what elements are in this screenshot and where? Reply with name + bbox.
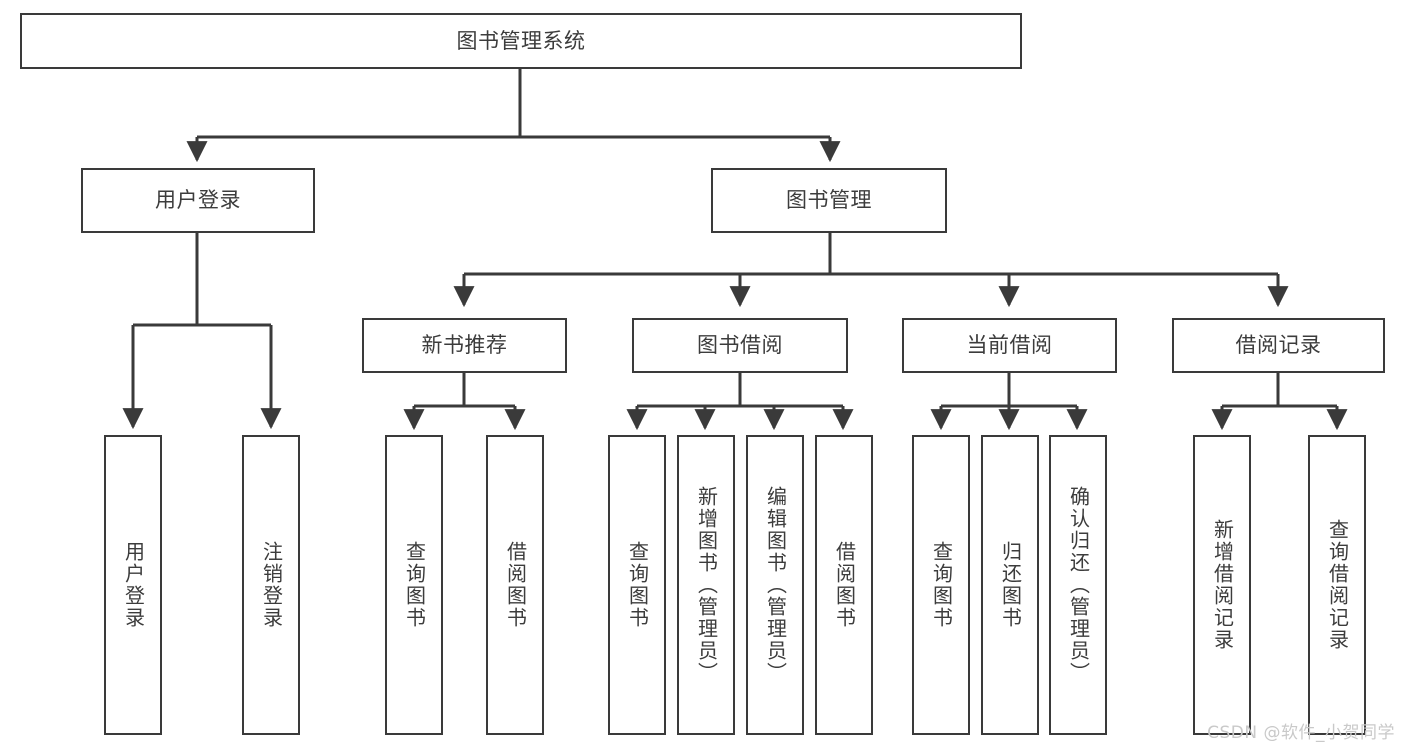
node-leaf-borrow-book-1[interactable]: 借阅图书 [486, 435, 544, 735]
node-book-borrow-label: 图书借阅 [697, 333, 783, 358]
node-leaf-add-book-label: 新增图书（管理员） [694, 486, 719, 684]
node-leaf-query-record[interactable]: 查询借阅记录 [1308, 435, 1366, 735]
node-leaf-query-book-3-label: 查询图书 [929, 541, 954, 629]
node-leaf-user-logout[interactable]: 注销登录 [242, 435, 300, 735]
node-leaf-add-record-label: 新增借阅记录 [1210, 519, 1235, 651]
node-root[interactable]: 图书管理系统 [20, 13, 1022, 69]
node-leaf-query-book-3[interactable]: 查询图书 [912, 435, 970, 735]
node-leaf-add-record[interactable]: 新增借阅记录 [1193, 435, 1251, 735]
node-leaf-confirm-return-label: 确认归还（管理员） [1066, 486, 1091, 684]
node-leaf-borrow-book-2-label: 借阅图书 [832, 541, 857, 629]
node-borrow-record-label: 借阅记录 [1235, 333, 1322, 358]
node-book-borrow[interactable]: 图书借阅 [632, 318, 848, 373]
csdn-watermark: CSDN @软件_小贺同学 [1207, 723, 1395, 743]
node-leaf-add-book[interactable]: 新增图书（管理员） [677, 435, 735, 735]
node-leaf-query-record-label: 查询借阅记录 [1325, 519, 1350, 651]
node-leaf-edit-book[interactable]: 编辑图书（管理员） [746, 435, 804, 735]
node-leaf-borrow-book-2[interactable]: 借阅图书 [815, 435, 873, 735]
node-leaf-borrow-book-1-label: 借阅图书 [503, 541, 528, 629]
node-new-book-rec[interactable]: 新书推荐 [362, 318, 567, 373]
node-leaf-return-book[interactable]: 归还图书 [981, 435, 1039, 735]
node-user-login[interactable]: 用户登录 [81, 168, 315, 233]
node-new-book-rec-label: 新书推荐 [421, 333, 508, 358]
node-book-manage[interactable]: 图书管理 [711, 168, 947, 233]
node-borrow-record[interactable]: 借阅记录 [1172, 318, 1385, 373]
node-leaf-user-login[interactable]: 用户登录 [104, 435, 162, 735]
node-root-label: 图书管理系统 [456, 28, 586, 53]
node-leaf-confirm-return[interactable]: 确认归还（管理员） [1049, 435, 1107, 735]
node-book-manage-label: 图书管理 [786, 188, 872, 213]
node-current-borrow-label: 当前借阅 [966, 333, 1053, 358]
node-leaf-query-book-1[interactable]: 查询图书 [385, 435, 443, 735]
node-leaf-query-book-2-label: 查询图书 [625, 541, 650, 629]
node-leaf-return-book-label: 归还图书 [998, 541, 1023, 629]
node-leaf-edit-book-label: 编辑图书（管理员） [763, 486, 788, 684]
node-leaf-user-login-label: 用户登录 [121, 541, 146, 629]
node-leaf-user-logout-label: 注销登录 [259, 541, 284, 629]
node-leaf-query-book-1-label: 查询图书 [402, 541, 427, 629]
node-leaf-query-book-2[interactable]: 查询图书 [608, 435, 666, 735]
node-current-borrow[interactable]: 当前借阅 [902, 318, 1117, 373]
node-user-login-label: 用户登录 [155, 188, 241, 213]
